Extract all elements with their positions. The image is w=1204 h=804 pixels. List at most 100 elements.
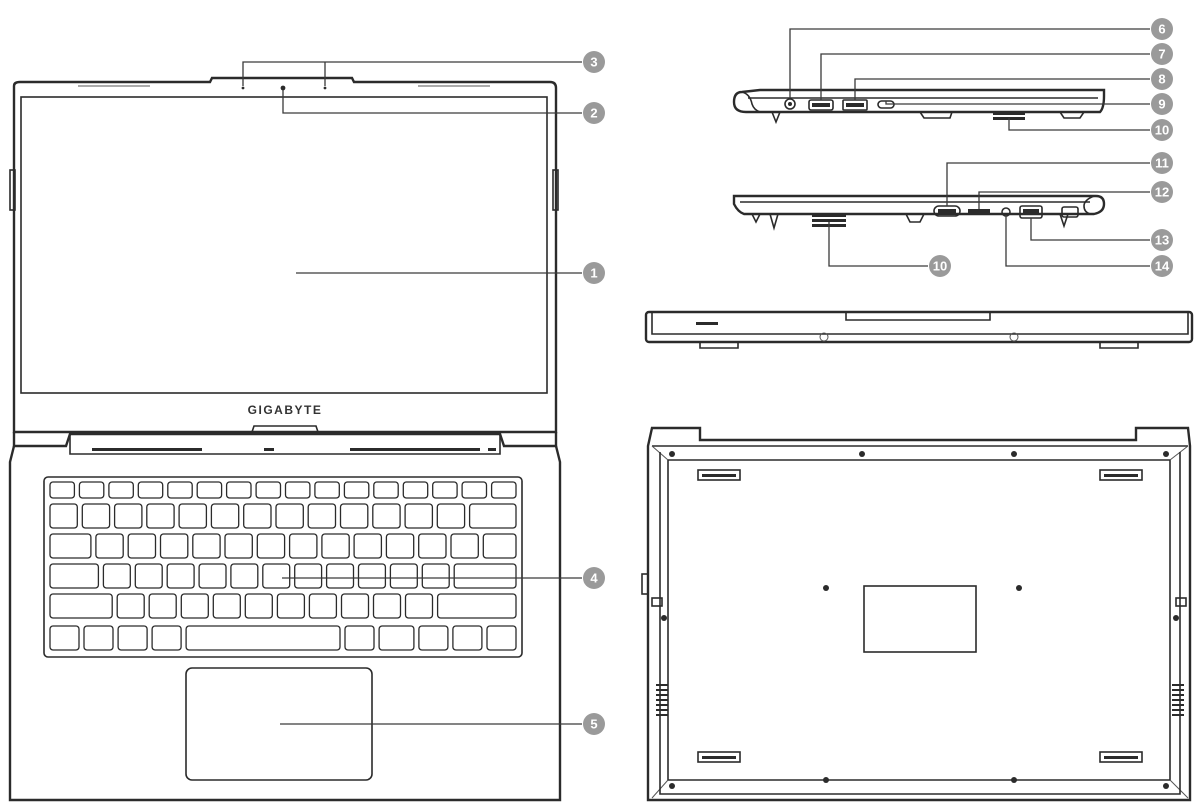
key (421, 563, 450, 589)
key (49, 533, 92, 559)
callouts: 6 7 3 8 9 2 10 11 12 13 10 14 1 4 5 (583, 18, 1173, 735)
callout-4: 4 (583, 567, 605, 589)
key (212, 593, 241, 619)
key (49, 503, 78, 529)
callout-11: 11 (1151, 152, 1173, 174)
lid-outline (12, 76, 558, 434)
key (108, 481, 134, 499)
key (378, 625, 415, 651)
key (418, 625, 449, 651)
key (151, 625, 182, 651)
mic-right (323, 86, 327, 90)
key (490, 481, 517, 499)
key (262, 563, 291, 589)
callout-14: 14 (1151, 255, 1173, 277)
svg-text:4: 4 (590, 571, 598, 586)
svg-text:10: 10 (1155, 123, 1169, 138)
key (468, 503, 517, 529)
key (113, 503, 143, 529)
mic-left (241, 86, 245, 90)
key (196, 481, 223, 499)
key (49, 625, 80, 651)
key (255, 481, 282, 499)
key (167, 481, 193, 499)
key (81, 503, 111, 529)
key (83, 625, 114, 651)
card-reader (968, 209, 990, 215)
callout-5: 5 (583, 713, 605, 735)
key (78, 481, 105, 499)
webcam-dot (280, 85, 286, 91)
key (49, 563, 100, 589)
key (373, 481, 399, 499)
key (340, 593, 370, 619)
svg-text:5: 5 (590, 717, 597, 732)
leader-lines (242, 28, 1150, 725)
callout-9: 9 (1151, 93, 1173, 115)
key (314, 481, 340, 499)
keyboard-keys (49, 481, 517, 651)
key (276, 593, 306, 619)
key (243, 503, 272, 529)
key (134, 563, 163, 589)
front-view: GIGABYTE (8, 76, 562, 802)
key (450, 533, 479, 559)
key (436, 503, 466, 529)
left-side-view (732, 194, 1106, 231)
svg-text:12: 12 (1155, 185, 1169, 200)
key (325, 563, 355, 589)
svg-text:3: 3 (590, 55, 597, 70)
svg-text:10: 10 (933, 259, 947, 274)
key (127, 533, 157, 559)
key (230, 563, 259, 589)
key (116, 593, 145, 619)
key (137, 481, 164, 499)
key (159, 533, 189, 559)
label-plate (863, 585, 977, 653)
power-jack (784, 98, 796, 110)
key (372, 593, 402, 619)
key (339, 503, 369, 529)
security-slot (1061, 206, 1079, 218)
key (224, 533, 253, 559)
key (389, 563, 418, 589)
base-deck (8, 445, 562, 802)
key (275, 503, 304, 529)
key (308, 593, 338, 619)
svg-text:6: 6 (1158, 22, 1165, 37)
key (321, 533, 350, 559)
callout-1: 1 (583, 262, 605, 284)
key (49, 481, 76, 499)
bottom-view (641, 426, 1192, 802)
key (198, 563, 227, 589)
callout-13: 13 (1151, 229, 1173, 251)
key (372, 503, 401, 529)
key (482, 533, 517, 559)
callout-8: 8 (1151, 68, 1173, 90)
key (180, 593, 209, 619)
brand-logo: GIGABYTE (248, 403, 323, 417)
key (117, 625, 148, 651)
svg-text:9: 9 (1158, 97, 1165, 112)
key (343, 481, 370, 499)
key (192, 533, 221, 559)
callout-12: 12 (1151, 181, 1173, 203)
key (307, 503, 337, 529)
back-view (644, 310, 1194, 349)
key (146, 503, 175, 529)
callout-6: 6 (1151, 18, 1173, 40)
svg-text:1: 1 (590, 266, 597, 281)
key (95, 533, 124, 559)
key (404, 503, 434, 529)
key (185, 625, 341, 651)
svg-text:14: 14 (1155, 259, 1170, 274)
callout-10-top: 10 (1151, 119, 1173, 141)
callout-7: 7 (1151, 43, 1173, 65)
keyboard (43, 476, 523, 658)
key (404, 593, 434, 619)
key (357, 563, 387, 589)
key (436, 593, 517, 619)
callout-2: 2 (583, 102, 605, 124)
